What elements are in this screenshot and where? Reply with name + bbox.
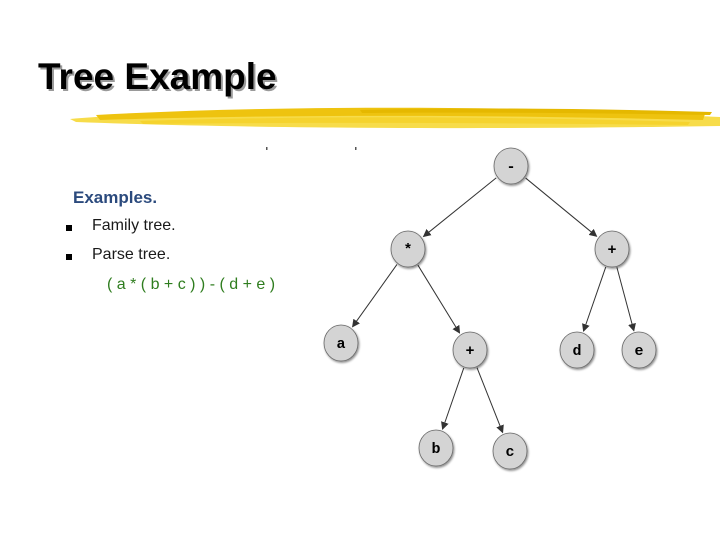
tree-node-label: - xyxy=(506,159,515,176)
tree-node-label: + xyxy=(607,242,616,259)
tree-node-plus_inner: + xyxy=(453,332,487,368)
tree-edge-plus_right-e xyxy=(617,267,634,330)
tree-edge-root-plus_right xyxy=(526,178,597,236)
tree-node-mul: * xyxy=(391,231,425,267)
tree-edge-plus_right-d xyxy=(584,267,606,331)
tree-edge-root-mul xyxy=(424,178,497,237)
tree-edge-mul-a xyxy=(353,264,397,326)
tree-edge-plus_inner-b xyxy=(443,368,464,429)
tree-node-label: e xyxy=(634,343,643,360)
tree-node-label: a xyxy=(336,336,345,353)
tree-node-label: * xyxy=(403,242,412,259)
tree-node-e: e xyxy=(622,332,656,368)
tree-node-label: c xyxy=(505,444,514,461)
tree-node-label: d xyxy=(572,343,581,360)
tree-node-label: b xyxy=(431,441,440,458)
tree-edge-plus_inner-c xyxy=(477,368,503,433)
tree-node-c: c xyxy=(493,433,527,469)
tree-node-root: - xyxy=(494,148,528,184)
tree-node-d: d xyxy=(560,332,594,368)
tree-node-label: + xyxy=(465,343,474,360)
tree-node-b: b xyxy=(419,430,453,466)
tree-node-a: a xyxy=(324,325,358,361)
tree-node-plus_right: + xyxy=(595,231,629,267)
tree-edge-mul-plus_inner xyxy=(418,265,460,333)
